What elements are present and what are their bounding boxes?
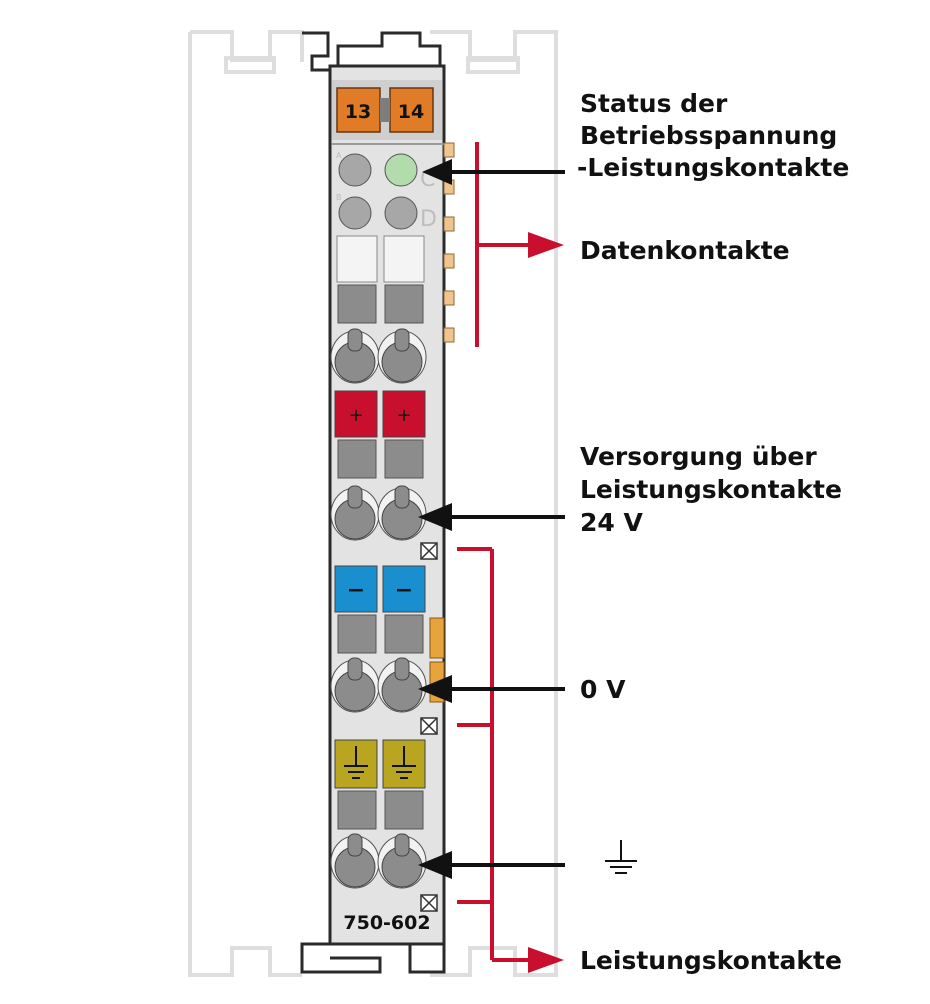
clamp-opening bbox=[377, 657, 427, 713]
minus-marker bbox=[334, 565, 378, 613]
status-label-line3: -Leistungskontakte bbox=[577, 153, 849, 182]
arrowheads bbox=[418, 159, 452, 879]
release-slot bbox=[337, 284, 377, 324]
plus-icon: + bbox=[348, 405, 363, 426]
data-contacts-label: Datenkontakte bbox=[580, 236, 790, 265]
clamp-opening bbox=[377, 485, 427, 541]
background-rail bbox=[188, 30, 558, 977]
power-contacts-bracket bbox=[457, 547, 534, 962]
terminal-label-block: 13 14 bbox=[336, 87, 434, 133]
zero-volt-label: 0 V bbox=[580, 675, 626, 704]
release-slot bbox=[384, 614, 424, 654]
status-led-a2-green bbox=[384, 153, 418, 187]
ground-icon bbox=[344, 746, 368, 779]
release-slot bbox=[384, 439, 424, 479]
clamp-block-1 bbox=[330, 284, 427, 384]
model-number: 750-602 bbox=[343, 912, 430, 934]
plus-marker bbox=[382, 390, 426, 438]
ground-symbol-icon bbox=[605, 840, 637, 874]
led-side-label-d: D bbox=[420, 207, 437, 232]
power-contacts-label: Leistungskontakte bbox=[580, 946, 842, 975]
minus-marker bbox=[382, 565, 426, 613]
supply-label-line1: Versorgung über bbox=[580, 442, 817, 471]
power-contact-clips bbox=[420, 542, 438, 912]
status-led-a1 bbox=[338, 153, 372, 187]
clamp-opening bbox=[377, 833, 427, 889]
led-panel: A B C D bbox=[336, 151, 437, 232]
supply-label-line3: 24 V bbox=[580, 508, 643, 537]
supply-label-line2: Leistungskontakte bbox=[580, 475, 842, 504]
led-row-label-a: A bbox=[336, 151, 342, 160]
power-contacts-arrowhead bbox=[528, 947, 564, 973]
marker-slot-left bbox=[336, 235, 378, 283]
plus-icon: + bbox=[396, 405, 411, 426]
release-slot bbox=[337, 790, 377, 830]
release-slot bbox=[337, 614, 377, 654]
clamp-opening bbox=[330, 833, 380, 889]
release-slot bbox=[384, 790, 424, 830]
status-led-b1 bbox=[338, 196, 372, 230]
plus-marker bbox=[334, 390, 378, 438]
data-contact-pins bbox=[443, 142, 455, 343]
status-led-b2 bbox=[384, 196, 418, 230]
minus-icon: − bbox=[395, 578, 413, 603]
clamp-opening bbox=[377, 328, 427, 384]
minus-icon: − bbox=[347, 578, 365, 603]
release-slot bbox=[337, 439, 377, 479]
clamp-opening bbox=[330, 657, 380, 713]
status-label-line1: Status der bbox=[580, 89, 728, 118]
clamp-block-minus: − − bbox=[330, 565, 427, 713]
status-label-line2: Betriebsspannung bbox=[580, 121, 837, 150]
data-contacts-arrowhead bbox=[528, 232, 564, 258]
clamp-block-ground bbox=[330, 739, 427, 889]
terminal-label-13: 13 bbox=[345, 101, 371, 123]
marker-slot-right bbox=[383, 235, 425, 283]
ground-icon bbox=[392, 746, 416, 779]
led-row-label-b: B bbox=[336, 193, 342, 202]
release-slot bbox=[384, 284, 424, 324]
terminal-label-14: 14 bbox=[398, 101, 424, 123]
clamp-opening bbox=[330, 328, 380, 384]
clamp-block-plus: + + bbox=[330, 390, 427, 541]
data-contacts-bracket bbox=[475, 142, 534, 347]
